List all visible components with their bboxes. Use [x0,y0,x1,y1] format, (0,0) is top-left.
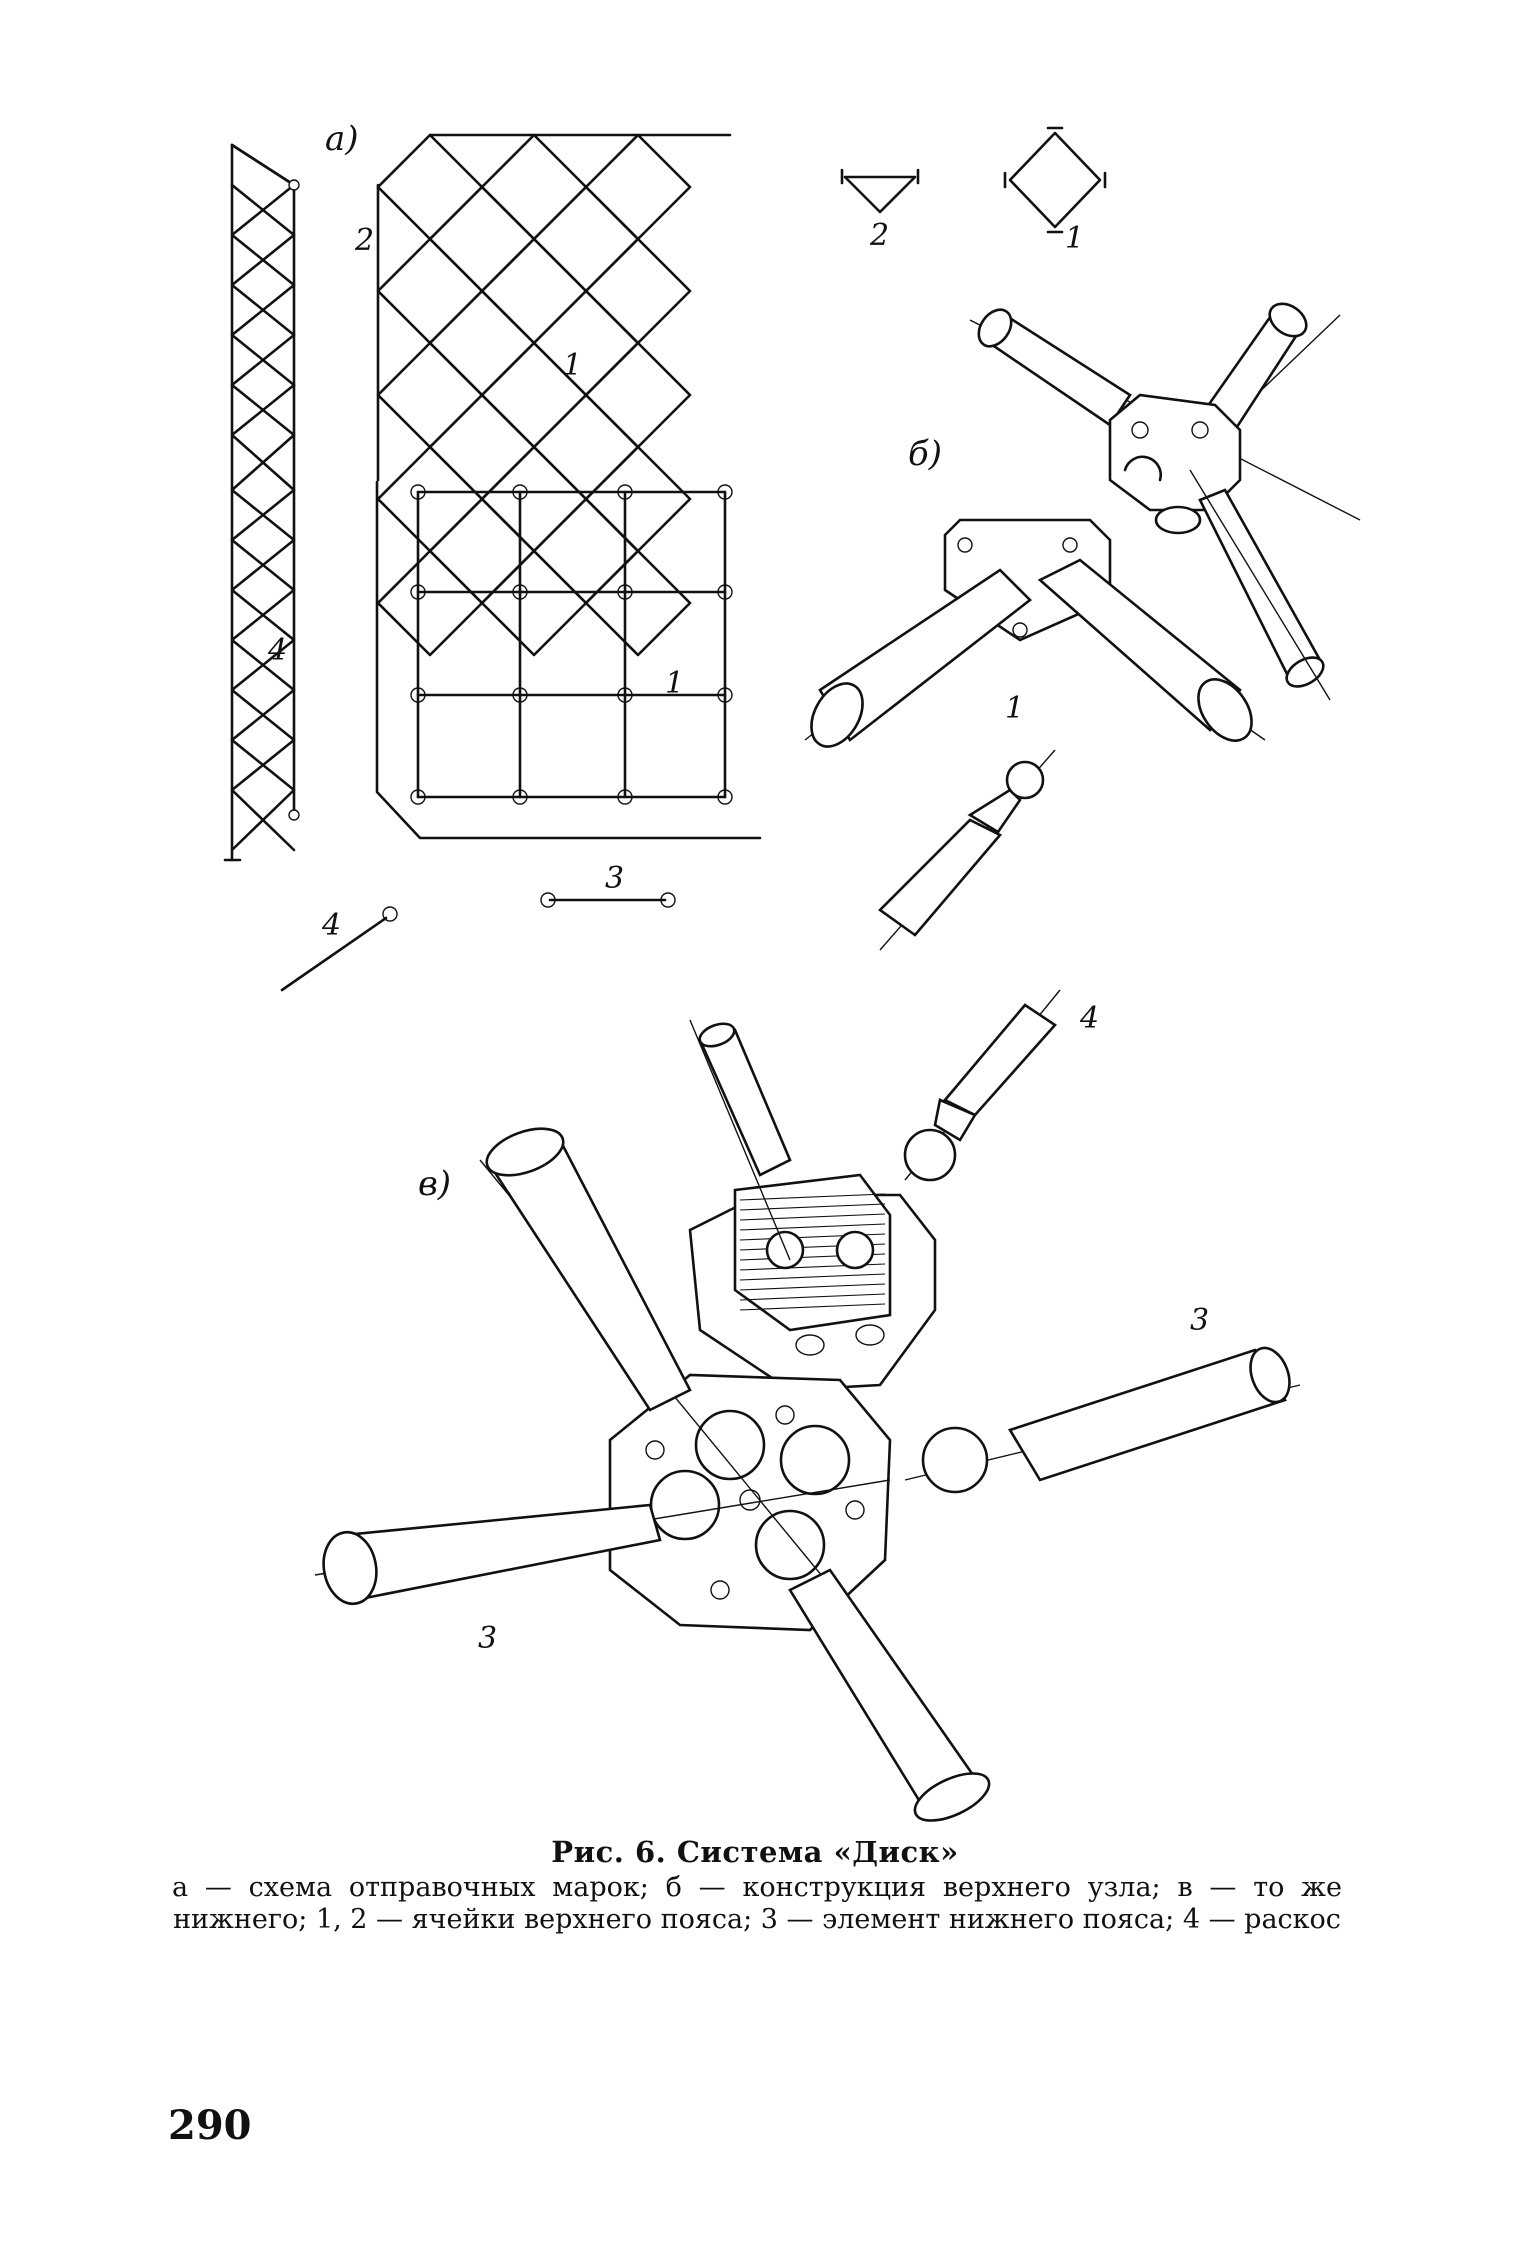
label-4-truss: 4 [267,633,287,668]
label-4-element: 4 [321,908,341,943]
label-2-cell: 2 [869,218,889,253]
label-2-lattice: 2 [354,223,374,258]
square-grid [410,484,733,805]
cell-1-diamond: 1 [1003,126,1107,256]
element-3: 3 [540,861,676,908]
figure-title: Рис. 6. Система «Диск» [551,1835,959,1869]
label-b: б) [908,434,942,474]
label-v: в) [418,1164,451,1204]
label-a: а) [325,119,359,159]
element-4: 4 [280,906,398,992]
page-number: 290 [168,2102,252,2149]
label-1-lattice: 1 [563,348,582,383]
label-3-right: 3 [1190,1303,1209,1338]
diamond-lattice [376,133,732,657]
label-3-left: 3 [478,1621,497,1656]
label-4-rod: 4 [1079,1001,1099,1036]
bottom-node-v: в) 4 3 [314,989,1301,1822]
label-1-cell: 1 [1065,221,1084,256]
label-3-element: 3 [605,861,624,896]
vertical-truss [223,143,296,862]
cell-2-triangle: 2 [840,168,920,253]
scheme-a: а) 4 2 1 1 3 [223,119,1107,992]
label-1-node: 1 [1005,691,1024,726]
figure-description: а — схема отправочных марок; б — констру… [172,1872,1342,1935]
label-1-grid: 1 [665,666,684,701]
top-node-b: б) 1 [804,302,1361,951]
